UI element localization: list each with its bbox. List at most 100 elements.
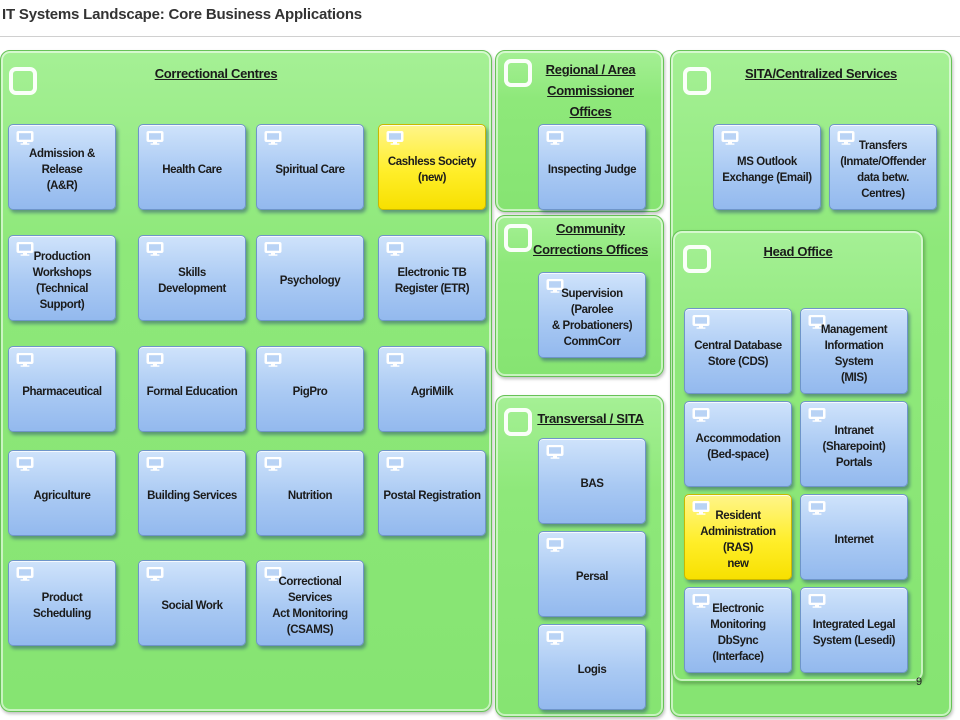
app-node-lesedi[interactable]: Integrated Legal System (Lesedi) — [800, 587, 908, 673]
app-node-label: Product Scheduling — [33, 592, 91, 620]
app-node-label: Health Care — [162, 164, 222, 176]
app-node-label: Internet — [834, 534, 874, 546]
app-node-cashless[interactable]: Cashless Society (new) — [378, 124, 486, 210]
app-node-building[interactable]: Building Services — [138, 450, 246, 536]
container-bracket-icon — [9, 67, 37, 95]
app-node-skills[interactable]: Skills Development — [138, 235, 246, 321]
app-node-pigpro[interactable]: PigPro — [256, 346, 364, 432]
app-node-psychology[interactable]: Psychology — [256, 235, 364, 321]
app-node-label: Management Information System (MIS) — [820, 324, 888, 384]
app-node-label: Central Database Store (CDS) — [694, 340, 782, 368]
app-node-bas[interactable]: BAS — [538, 438, 646, 524]
page-title: IT Systems Landscape: Core Business Appl… — [2, 6, 362, 23]
app-node-persal[interactable]: Persal — [538, 531, 646, 617]
container-bracket-icon — [683, 245, 711, 273]
app-node-intranet[interactable]: Intranet (Sharepoint) Portals — [800, 401, 908, 487]
app-node-label: Nutrition — [287, 490, 333, 502]
app-node-dbsync[interactable]: Electronic Monitoring DbSync (Interface) — [684, 587, 792, 673]
computer-monitor-icon — [808, 408, 826, 422]
computer-monitor-icon — [837, 131, 855, 145]
computer-monitor-icon — [386, 242, 404, 256]
app-node-nutrition[interactable]: Nutrition — [256, 450, 364, 536]
app-node-product[interactable]: Product Scheduling — [8, 560, 116, 646]
app-node-label: Cashless Society (new) — [387, 156, 477, 184]
computer-monitor-icon — [546, 445, 564, 459]
computer-monitor-icon — [16, 353, 34, 367]
computer-monitor-icon — [808, 594, 826, 608]
computer-monitor-icon — [264, 131, 282, 145]
app-node-agriculture[interactable]: Agriculture — [8, 450, 116, 536]
app-node-label: PigPro — [292, 386, 328, 398]
computer-monitor-icon — [386, 353, 404, 367]
panel-title-regional-offices: Regional / Area Commissioner Offices — [545, 62, 636, 119]
container-bracket-icon — [504, 59, 532, 87]
container-bracket-icon — [683, 67, 711, 95]
app-node-pharma[interactable]: Pharmaceutical — [8, 346, 116, 432]
app-node-mis[interactable]: Management Information System (MIS) — [800, 308, 908, 394]
app-node-admission[interactable]: Admission & Release (A&R) — [8, 124, 116, 210]
computer-monitor-icon — [16, 242, 34, 256]
app-node-production[interactable]: Production Workshops (Technical Support) — [8, 235, 116, 321]
app-node-label: Postal Registration — [383, 490, 481, 502]
app-node-label: Supervision (Parolee & Probationers) Com… — [551, 288, 633, 348]
computer-monitor-icon — [546, 279, 564, 293]
computer-monitor-icon — [264, 457, 282, 471]
computer-monitor-icon — [808, 501, 826, 515]
app-node-etr[interactable]: Electronic TB Register (ETR) — [378, 235, 486, 321]
app-node-label: Persal — [575, 571, 609, 583]
app-node-label: Spiritual Care — [275, 164, 345, 176]
app-node-internet[interactable]: Internet — [800, 494, 908, 580]
app-node-agrimilk[interactable]: AgriMilk — [378, 346, 486, 432]
app-node-health[interactable]: Health Care — [138, 124, 246, 210]
app-node-label: Production Workshops (Technical Support) — [32, 251, 92, 311]
computer-monitor-icon — [692, 501, 710, 515]
app-node-transfers[interactable]: Transfers (Inmate/Offender data betw. Ce… — [829, 124, 937, 210]
app-node-accommodation[interactable]: Accommodation (Bed-space) — [684, 401, 792, 487]
app-node-label: AgriMilk — [410, 386, 454, 398]
title-divider — [0, 36, 960, 37]
computer-monitor-icon — [146, 457, 164, 471]
container-bracket-icon — [504, 408, 532, 436]
app-node-label: Integrated Legal System (Lesedi) — [812, 619, 896, 647]
app-node-inspecting[interactable]: Inspecting Judge — [538, 124, 646, 210]
app-node-label: Agriculture — [33, 490, 91, 502]
app-node-label: Skills Development — [158, 267, 226, 295]
app-node-outlook[interactable]: MS Outlook Exchange (Email) — [713, 124, 821, 210]
computer-monitor-icon — [146, 131, 164, 145]
computer-monitor-icon — [146, 567, 164, 581]
computer-monitor-icon — [264, 242, 282, 256]
page-number: 9 — [916, 676, 923, 688]
app-node-label: Accommodation (Bed-space) — [695, 433, 781, 461]
app-node-label: MS Outlook Exchange (Email) — [722, 156, 812, 184]
app-node-csams[interactable]: Correctional Services Act Monitoring (CS… — [256, 560, 364, 646]
app-node-label: Social Work — [161, 600, 223, 612]
computer-monitor-icon — [16, 457, 34, 471]
computer-monitor-icon — [808, 315, 826, 329]
app-node-label: Psychology — [279, 275, 341, 287]
computer-monitor-icon — [692, 408, 710, 422]
computer-monitor-icon — [692, 315, 710, 329]
app-node-formal[interactable]: Formal Education — [138, 346, 246, 432]
app-node-ras[interactable]: Resident Administration (RAS) new — [684, 494, 792, 580]
panel-title-transversal-sita: Transversal / SITA — [537, 411, 644, 426]
computer-monitor-icon — [546, 631, 564, 645]
computer-monitor-icon — [546, 131, 564, 145]
app-node-label: Intranet (Sharepoint) Portals — [822, 425, 886, 469]
panel-title-correctional-centres: Correctional Centres — [154, 66, 278, 81]
computer-monitor-icon — [16, 131, 34, 145]
app-node-spiritual[interactable]: Spiritual Care — [256, 124, 364, 210]
computer-monitor-icon — [264, 353, 282, 367]
computer-monitor-icon — [264, 567, 282, 581]
app-node-label: Transfers (Inmate/Offender data betw. Ce… — [840, 140, 926, 200]
app-node-supervision[interactable]: Supervision (Parolee & Probationers) Com… — [538, 272, 646, 358]
app-node-label: Formal Education — [146, 386, 238, 398]
panel-title-head-office: Head Office — [763, 244, 833, 259]
app-node-label: Logis — [577, 664, 607, 676]
app-node-cds[interactable]: Central Database Store (CDS) — [684, 308, 792, 394]
app-node-social[interactable]: Social Work — [138, 560, 246, 646]
app-node-logis[interactable]: Logis — [538, 624, 646, 710]
computer-monitor-icon — [146, 353, 164, 367]
app-node-postal[interactable]: Postal Registration — [378, 450, 486, 536]
app-node-label: Inspecting Judge — [547, 164, 637, 176]
panel-title-sita-centralized: SITA/Centralized Services — [745, 66, 897, 81]
